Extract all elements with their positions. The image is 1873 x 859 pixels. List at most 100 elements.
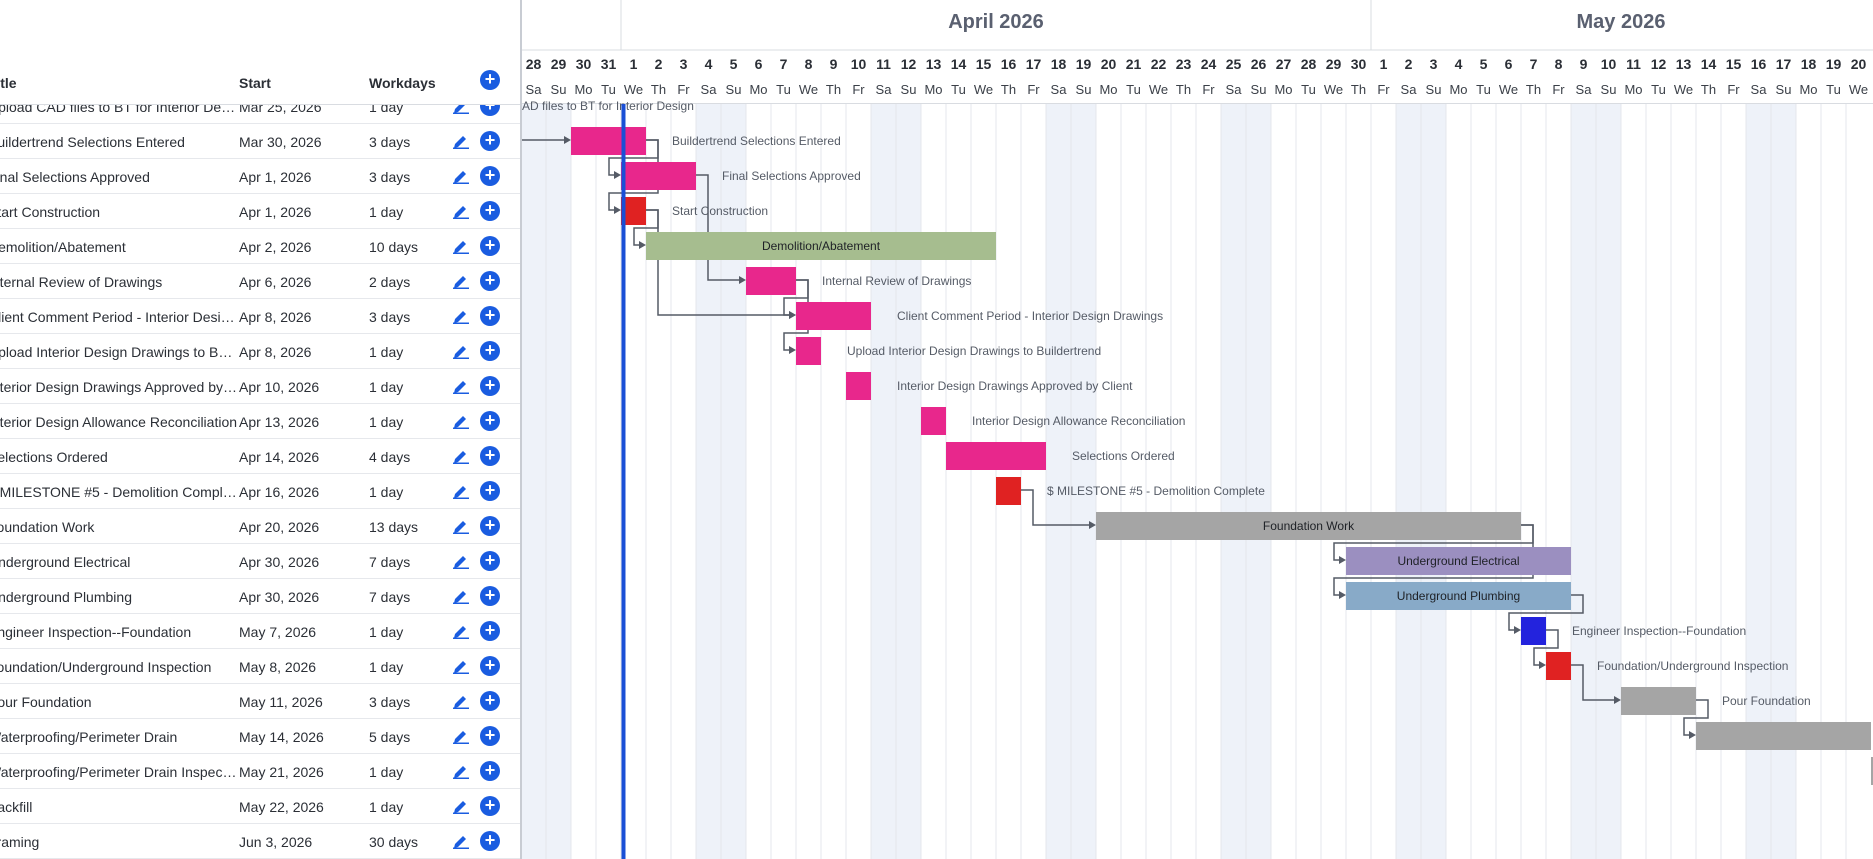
add-subtask-button[interactable]: + [480, 446, 500, 466]
pencil-icon[interactable] [452, 273, 470, 289]
task-bar[interactable] [796, 302, 871, 330]
pencil-icon[interactable] [452, 378, 470, 394]
add-subtask-button[interactable]: + [480, 761, 500, 781]
add-subtask-button[interactable]: + [480, 376, 500, 396]
add-subtask-button[interactable]: + [480, 621, 500, 641]
task-bar[interactable] [571, 127, 646, 155]
pencil-icon[interactable] [452, 343, 470, 359]
add-task-button[interactable]: + [480, 70, 500, 90]
weekday-label: Fr [1202, 82, 1215, 97]
task-bar[interactable] [996, 477, 1021, 505]
column-header-title[interactable]: Title [0, 75, 17, 91]
add-subtask-button[interactable]: + [480, 341, 500, 361]
add-subtask-button[interactable]: + [480, 131, 500, 151]
task-bar[interactable] [1871, 757, 1873, 785]
task-bar[interactable] [1521, 617, 1546, 645]
pencil-icon[interactable] [452, 203, 470, 219]
task-row[interactable]: Upload Interior Design Drawings to Build… [0, 334, 520, 369]
task-bar[interactable] [846, 372, 871, 400]
dependency-link[interactable] [646, 209, 794, 316]
add-subtask-button[interactable]: + [480, 796, 500, 816]
pencil-icon[interactable] [452, 308, 470, 324]
day-number: 11 [876, 56, 891, 72]
pencil-icon[interactable] [452, 693, 470, 709]
task-bar[interactable] [1346, 547, 1571, 575]
add-subtask-button[interactable]: + [480, 271, 500, 291]
task-bar[interactable] [921, 407, 946, 435]
dependency-link[interactable] [1683, 699, 1709, 736]
pencil-icon[interactable] [452, 518, 470, 534]
task-bar[interactable] [1546, 652, 1571, 680]
column-header-workdays[interactable]: Workdays [369, 75, 436, 91]
add-subtask-button[interactable]: + [480, 656, 500, 676]
task-bar[interactable] [746, 267, 796, 295]
dependency-link[interactable] [1533, 629, 1559, 666]
pencil-icon[interactable] [452, 168, 470, 184]
task-bar[interactable] [1096, 512, 1521, 540]
add-subtask-button[interactable]: + [480, 166, 500, 186]
task-row[interactable]: Waterproofing/Perimeter Drain Inspection… [0, 754, 520, 789]
weekday-label: Th [1526, 82, 1541, 97]
pencil-icon[interactable] [452, 763, 470, 779]
pencil-icon[interactable] [452, 623, 470, 639]
add-subtask-button[interactable]: + [480, 586, 500, 606]
add-subtask-button[interactable]: + [480, 236, 500, 256]
pencil-icon[interactable] [452, 238, 470, 254]
column-header-start[interactable]: Start [239, 75, 271, 91]
add-subtask-button[interactable]: + [480, 411, 500, 431]
pencil-icon[interactable] [452, 658, 470, 674]
pencil-icon[interactable] [452, 833, 470, 849]
dependency-link[interactable] [783, 279, 809, 351]
task-row[interactable]: Interior Design Allowance Reconciliation… [0, 404, 520, 439]
add-subtask-button[interactable]: + [480, 831, 500, 851]
pencil-icon[interactable] [452, 553, 470, 569]
dependency-link[interactable] [1571, 664, 1619, 701]
task-row[interactable]: Client Comment Period - Interior Design … [0, 299, 520, 334]
add-subtask-button[interactable]: + [480, 726, 500, 746]
pencil-icon[interactable] [452, 413, 470, 429]
task-bar[interactable] [621, 162, 696, 190]
task-row[interactable]: Interior Design Drawings Approved by Cli… [0, 369, 520, 404]
task-bar[interactable] [1696, 722, 1871, 750]
task-workdays: 3 days [369, 309, 411, 325]
add-subtask-button[interactable]: + [480, 306, 500, 326]
dependency-link[interactable] [1021, 489, 1094, 526]
pencil-icon[interactable] [452, 448, 470, 464]
link-arrowhead [1514, 626, 1521, 634]
dependency-link[interactable] [1333, 524, 1534, 596]
pencil-icon[interactable] [452, 798, 470, 814]
pencil-icon[interactable] [452, 728, 470, 744]
task-bar[interactable] [646, 232, 996, 260]
dependency-link[interactable] [608, 139, 659, 211]
task-bar[interactable] [1346, 582, 1571, 610]
task-bar[interactable] [796, 337, 821, 365]
add-subtask-button[interactable]: + [480, 481, 500, 501]
pencil-icon[interactable] [452, 133, 470, 149]
dependency-link[interactable] [696, 174, 744, 281]
pencil-icon[interactable] [452, 588, 470, 604]
task-bar[interactable] [946, 442, 1046, 470]
add-subtask-button[interactable]: + [480, 691, 500, 711]
pencil-icon[interactable] [452, 483, 470, 499]
dependency-link[interactable] [1508, 594, 1584, 631]
add-subtask-button[interactable]: + [480, 201, 500, 221]
add-subtask-button[interactable]: + [480, 551, 500, 571]
task-bar[interactable] [1621, 687, 1696, 715]
add-subtask-button[interactable]: + [480, 516, 500, 536]
